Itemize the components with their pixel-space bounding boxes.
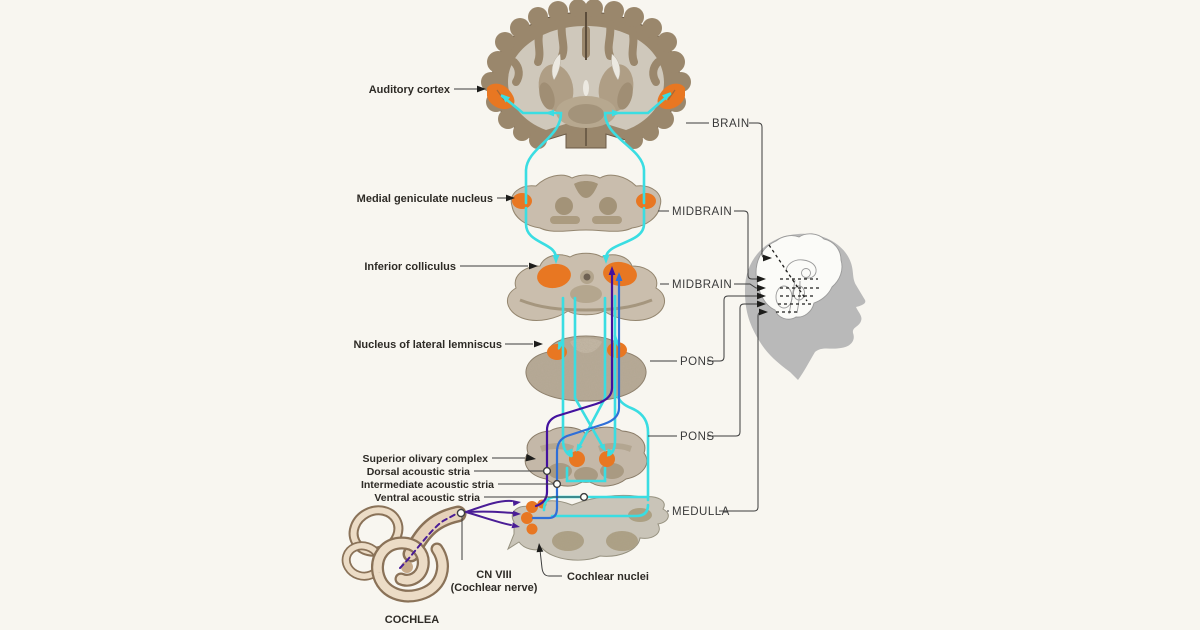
- mgn-left-highlight: [512, 193, 532, 209]
- label-cochlea: COCHLEA: [385, 614, 439, 626]
- label-brain: BRAIN: [712, 118, 750, 130]
- cn-viii-marker: [456, 508, 466, 518]
- label-cochlear-nerve: (Cochlear nerve): [451, 582, 538, 594]
- brain-inset: [755, 233, 843, 320]
- label-medulla: MEDULLA: [672, 506, 730, 518]
- label-inferior-colliculus: Inferior colliculus: [364, 261, 456, 273]
- label-pons-upper: PONS: [680, 356, 715, 368]
- label-medial-geniculate-nucleus: Medial geniculate nucleus: [357, 193, 493, 205]
- auditory-cortex-highlight: [487, 83, 685, 110]
- pathway-dorsal-stria: [534, 266, 616, 508]
- cochlea-illustration: [341, 505, 467, 603]
- pathway-intermediate-stria: [531, 272, 623, 520]
- pons-nll-section: [525, 335, 647, 402]
- deep-nuclei: [538, 53, 634, 128]
- intermediate-stria-marker: [552, 479, 562, 489]
- right-labels: BRAIN MIDBRAIN MIDBRAIN PONS PONS MEDULL…: [648, 118, 772, 518]
- label-intermediate-acoustic-stria: Intermediate acoustic stria: [361, 479, 494, 491]
- soc-left-highlight: [569, 451, 585, 467]
- left-labels: Auditory cortex Medial geniculate nucleu…: [353, 84, 580, 504]
- aqueduct: [583, 273, 591, 281]
- midbrain-mgn-section: [510, 174, 662, 232]
- label-auditory-cortex: Auditory cortex: [369, 84, 451, 96]
- cochlear-nerve-path: [399, 499, 521, 569]
- label-dorsal-acoustic-stria: Dorsal acoustic stria: [367, 466, 470, 478]
- label-nucleus-of-lateral-lemniscus: Nucleus of lateral lemniscus: [353, 339, 502, 351]
- label-cn-viii: CN VIII: [476, 569, 511, 581]
- dorsal-stria-marker: [542, 466, 552, 476]
- mgn-internal: [550, 181, 622, 224]
- cerebrum-section: [481, 0, 691, 149]
- medulla-section: [506, 494, 669, 561]
- pathway-lemniscal-cyan: [500, 92, 672, 518]
- head-silhouette: [744, 233, 866, 380]
- brain-inset-details: [775, 259, 817, 315]
- label-ventral-acoustic-stria: Ventral acoustic stria: [374, 492, 480, 504]
- mgn-right-highlight: [636, 193, 656, 209]
- inferior-colliculus-left: [537, 263, 571, 289]
- label-superior-olivary-complex: Superior olivary complex: [363, 453, 489, 465]
- ventral-stria-marker: [579, 492, 589, 502]
- label-cochlear-nuclei: Cochlear nuclei: [567, 571, 649, 583]
- label-pons-lower: PONS: [680, 431, 715, 443]
- bottom-labels: CN VIII (Cochlear nerve) Cochlear nuclei…: [385, 517, 649, 626]
- label-midbrain-upper: MIDBRAIN: [672, 206, 732, 218]
- label-midbrain-lower: MIDBRAIN: [672, 279, 732, 291]
- midbrain-ic-section: [507, 252, 665, 321]
- section-plane-dashes: [768, 244, 820, 313]
